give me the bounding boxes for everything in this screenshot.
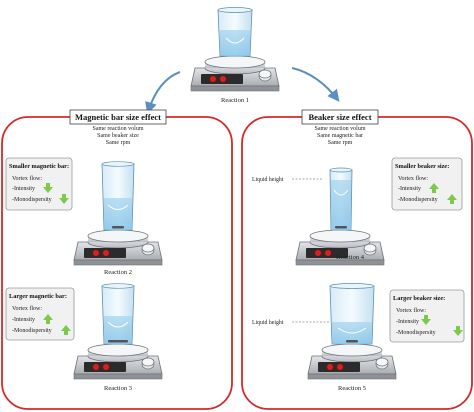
reaction-4-box-title: Smaller beaker size: (395, 163, 449, 170)
reaction-2-box-line-3: -Monodispersity (12, 197, 52, 203)
reaction-1-group: Reaction 1 (190, 7, 280, 104)
reaction-3-caption: Reaction 3 (104, 385, 132, 392)
reaction-4-group: Smaller beaker size: Vortex flow: -Inten… (252, 157, 463, 266)
reaction-5-stirrer (307, 343, 397, 380)
reaction-5-box-line-1: Vortex flow: (396, 307, 426, 314)
reaction-5-beaker (329, 283, 375, 345)
reaction-4-caption: Reaction 4 (336, 254, 365, 261)
reaction-3-beaker (101, 283, 135, 345)
reaction-2-beaker (101, 161, 135, 231)
reaction-3-box-title: Larger magnetic bar: (9, 293, 67, 300)
reaction-1-stirrer (190, 55, 280, 92)
reaction-3-intensity-up-arrow (43, 314, 53, 324)
right-panel: Beaker size effect Same reaction volum S… (241, 109, 473, 410)
left-curved-arrow (145, 71, 181, 115)
reaction-4-box-line-1: Vortex flow: (398, 175, 428, 182)
reaction-3-box-line-1: Vortex flow: (12, 305, 42, 312)
reaction-5-intensity-down-arrow (421, 315, 431, 325)
reaction-1-beaker (217, 7, 253, 57)
reaction-3-stirrer (73, 343, 163, 380)
right-panel-title-box (301, 109, 379, 125)
left-condition-1: Same reaction volum (93, 126, 144, 132)
reaction-3-info-box (5, 287, 75, 341)
right-curved-arrow (291, 67, 340, 102)
reaction-2-info-box (5, 157, 73, 211)
reaction-3-group: Larger magnetic bar: Vortex flow: -Inten… (5, 283, 163, 392)
reaction-2-box-line-2: -Intensity (12, 186, 35, 192)
reaction-2-stirrer (73, 229, 163, 266)
reaction-4-box-line-2: -Intensity (398, 186, 421, 192)
reaction-2-caption: Reaction 2 (104, 269, 132, 276)
reaction-2-box-title: Smaller magnetic bar: (9, 163, 69, 170)
left-condition-3: Same rpm (106, 140, 131, 146)
reaction-5-group: Larger beaker size: Vortex flow: -Intens… (252, 283, 465, 392)
reaction-2-intensity-down-arrow (43, 183, 53, 193)
reaction-4-info-box (391, 157, 463, 211)
reaction-3-monodispersity-up-arrow (61, 325, 71, 335)
right-panel-title: Beaker size effect (308, 112, 371, 122)
reaction-2-monodispersity-down-arrow (59, 194, 69, 204)
left-panel-title-box (69, 109, 167, 125)
reaction-5-box-title: Larger beaker size: (393, 295, 445, 302)
left-panel: Magnetic bar size effect Same reaction v… (1, 109, 233, 410)
reaction-4-monodispersity-up-arrow (447, 194, 457, 204)
reaction-3-box-line-2: -Intensity (12, 317, 35, 323)
reaction-5-caption: Reaction 5 (338, 385, 366, 392)
left-condition-2: Same beaker size (97, 133, 139, 139)
reaction-5-box-line-2: -Intensity (396, 319, 419, 325)
reaction-4-liquid-label: Liquid height (252, 177, 284, 183)
reaction-3-box-line-3: -Monodispersity (12, 328, 52, 334)
reaction-2-box-line-1: Vortex flow: (12, 175, 42, 182)
reaction-5-monodispersity-down-arrow (453, 326, 463, 336)
right-condition-1: Same reaction volum (315, 126, 366, 132)
right-condition-2: Same magnetic bar (317, 133, 363, 139)
reaction-1-caption: Reaction 1 (221, 97, 249, 104)
left-panel-title: Magnetic bar size effect (75, 112, 161, 122)
reaction-5-liquid-label: Liquid height (252, 320, 284, 326)
reaction-4-beaker (329, 167, 353, 231)
reaction-4-intensity-up-arrow (429, 183, 439, 193)
reaction-2-group: Smaller magnetic bar: Vortex flow: -Inte… (5, 157, 163, 276)
right-condition-3: Same rpm (328, 140, 353, 146)
reaction-4-box-line-3: -Monodispersity (398, 197, 438, 203)
reaction-5-box-line-3: -Monodispersity (396, 330, 436, 336)
